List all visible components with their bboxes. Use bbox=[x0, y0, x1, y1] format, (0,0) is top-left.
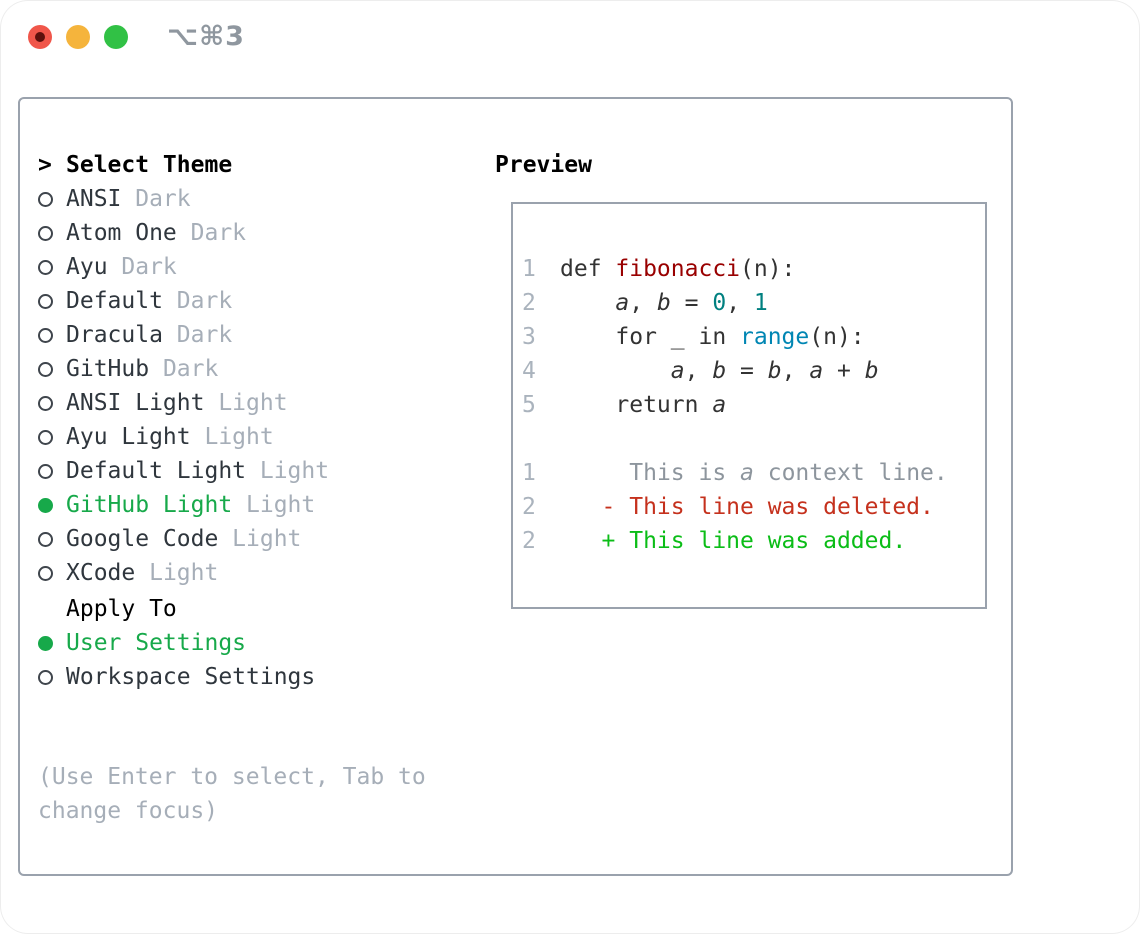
theme-variant-label: Dark bbox=[135, 186, 191, 212]
theme-option-label: ANSI bbox=[66, 186, 122, 212]
record-dot-icon bbox=[35, 32, 45, 42]
minimize-button[interactable] bbox=[66, 25, 90, 49]
diff-line: 1 This is a context line. bbox=[522, 456, 985, 490]
radio-icon bbox=[38, 259, 53, 275]
theme-option-label: Atom One bbox=[66, 220, 177, 246]
theme-variant-label: Dark bbox=[176, 288, 233, 314]
radio-icon bbox=[38, 463, 53, 479]
code-line: 3 for _ in range(n): bbox=[522, 320, 985, 354]
radio-selected-icon bbox=[38, 635, 53, 651]
radio-icon bbox=[38, 565, 53, 581]
diff-line: 2 - This line was deleted. bbox=[522, 490, 985, 524]
theme-option-label: Google Code bbox=[66, 526, 219, 552]
theme-variant-label: Light bbox=[218, 390, 288, 416]
radio-icon bbox=[38, 669, 53, 685]
radio-selected-icon bbox=[38, 497, 53, 513]
line-number: 4 bbox=[522, 358, 536, 384]
theme-option[interactable]: ANSI Light Light bbox=[38, 386, 329, 420]
theme-option-label: XCode bbox=[66, 560, 136, 586]
theme-option-label: GitHub Light bbox=[66, 492, 233, 518]
line-number: 1 bbox=[522, 256, 536, 282]
close-button[interactable] bbox=[28, 25, 52, 49]
radio-icon bbox=[38, 225, 53, 241]
radio-icon bbox=[38, 395, 53, 411]
theme-option-label: Ayu Light bbox=[66, 424, 191, 450]
line-number: 1 bbox=[522, 460, 536, 486]
theme-option[interactable]: XCode Light bbox=[38, 556, 329, 590]
theme-option[interactable]: Google Code Light bbox=[38, 522, 329, 556]
radio-icon bbox=[38, 429, 53, 445]
apply-to-option[interactable]: User Settings bbox=[38, 626, 315, 660]
radio-icon bbox=[38, 327, 53, 343]
theme-variant-label: Light bbox=[246, 492, 316, 518]
diff-line: 2 + This line was added. bbox=[522, 524, 985, 558]
apply-to-option[interactable]: Workspace Settings bbox=[38, 660, 315, 694]
theme-option[interactable]: Ayu Light Light bbox=[38, 420, 329, 454]
focus-caret-icon: > bbox=[38, 152, 52, 178]
theme-variant-label: Light bbox=[232, 526, 302, 552]
theme-option-label: ANSI Light bbox=[66, 390, 205, 416]
theme-variant-label: Light bbox=[259, 458, 330, 484]
theme-list-header: > Select Theme bbox=[38, 148, 329, 182]
line-number: 2 bbox=[522, 290, 536, 316]
apply-to-option-label: Workspace Settings bbox=[66, 664, 316, 690]
theme-option[interactable]: Default Light Light bbox=[38, 454, 329, 488]
code-line: 5 return a bbox=[522, 388, 985, 422]
window-title: ⌥⌘3 bbox=[167, 21, 245, 52]
apply-to-header: Apply To bbox=[66, 596, 177, 622]
theme-list-title: Select Theme bbox=[66, 152, 233, 178]
radio-icon bbox=[38, 293, 53, 309]
radio-icon bbox=[38, 531, 53, 547]
theme-variant-label: Dark bbox=[190, 220, 247, 246]
theme-variant-label: Dark bbox=[176, 322, 233, 348]
theme-variant-label: Light bbox=[204, 424, 274, 450]
line-number: 3 bbox=[522, 324, 536, 350]
theme-option-label: Ayu bbox=[66, 254, 108, 280]
theme-option[interactable]: ANSI Dark bbox=[38, 182, 329, 216]
theme-option-label: Default bbox=[66, 288, 163, 314]
theme-option[interactable]: GitHub Light Light bbox=[38, 488, 329, 522]
radio-icon bbox=[38, 361, 53, 377]
code-line: 4 a, b = b, a + b bbox=[522, 354, 985, 388]
line-number: 5 bbox=[522, 392, 536, 418]
zoom-button[interactable] bbox=[104, 25, 128, 49]
code-line: 2 a, b = 0, 1 bbox=[522, 286, 985, 320]
theme-option-label: Dracula bbox=[66, 322, 163, 348]
theme-variant-label: Dark bbox=[121, 254, 177, 280]
theme-variant-label: Dark bbox=[162, 356, 219, 382]
theme-variant-label: Light bbox=[149, 560, 219, 586]
theme-option[interactable]: GitHub Dark bbox=[38, 352, 329, 386]
theme-option-label: GitHub bbox=[66, 356, 150, 382]
theme-option[interactable]: Default Dark bbox=[38, 284, 329, 318]
blank-line bbox=[522, 422, 985, 456]
apply-to-option-label: User Settings bbox=[66, 630, 247, 656]
line-number: 2 bbox=[522, 528, 536, 554]
theme-option[interactable]: Dracula Dark bbox=[38, 318, 329, 352]
help-text: (Use Enter to select, Tab to change focu… bbox=[38, 764, 426, 824]
radio-icon bbox=[38, 191, 53, 207]
line-number: 2 bbox=[522, 494, 536, 520]
theme-option[interactable]: Atom One Dark bbox=[38, 216, 329, 250]
theme-option[interactable]: Ayu Dark bbox=[38, 250, 329, 284]
theme-option-label: Default Light bbox=[66, 458, 247, 484]
preview-title: Preview bbox=[495, 152, 592, 178]
